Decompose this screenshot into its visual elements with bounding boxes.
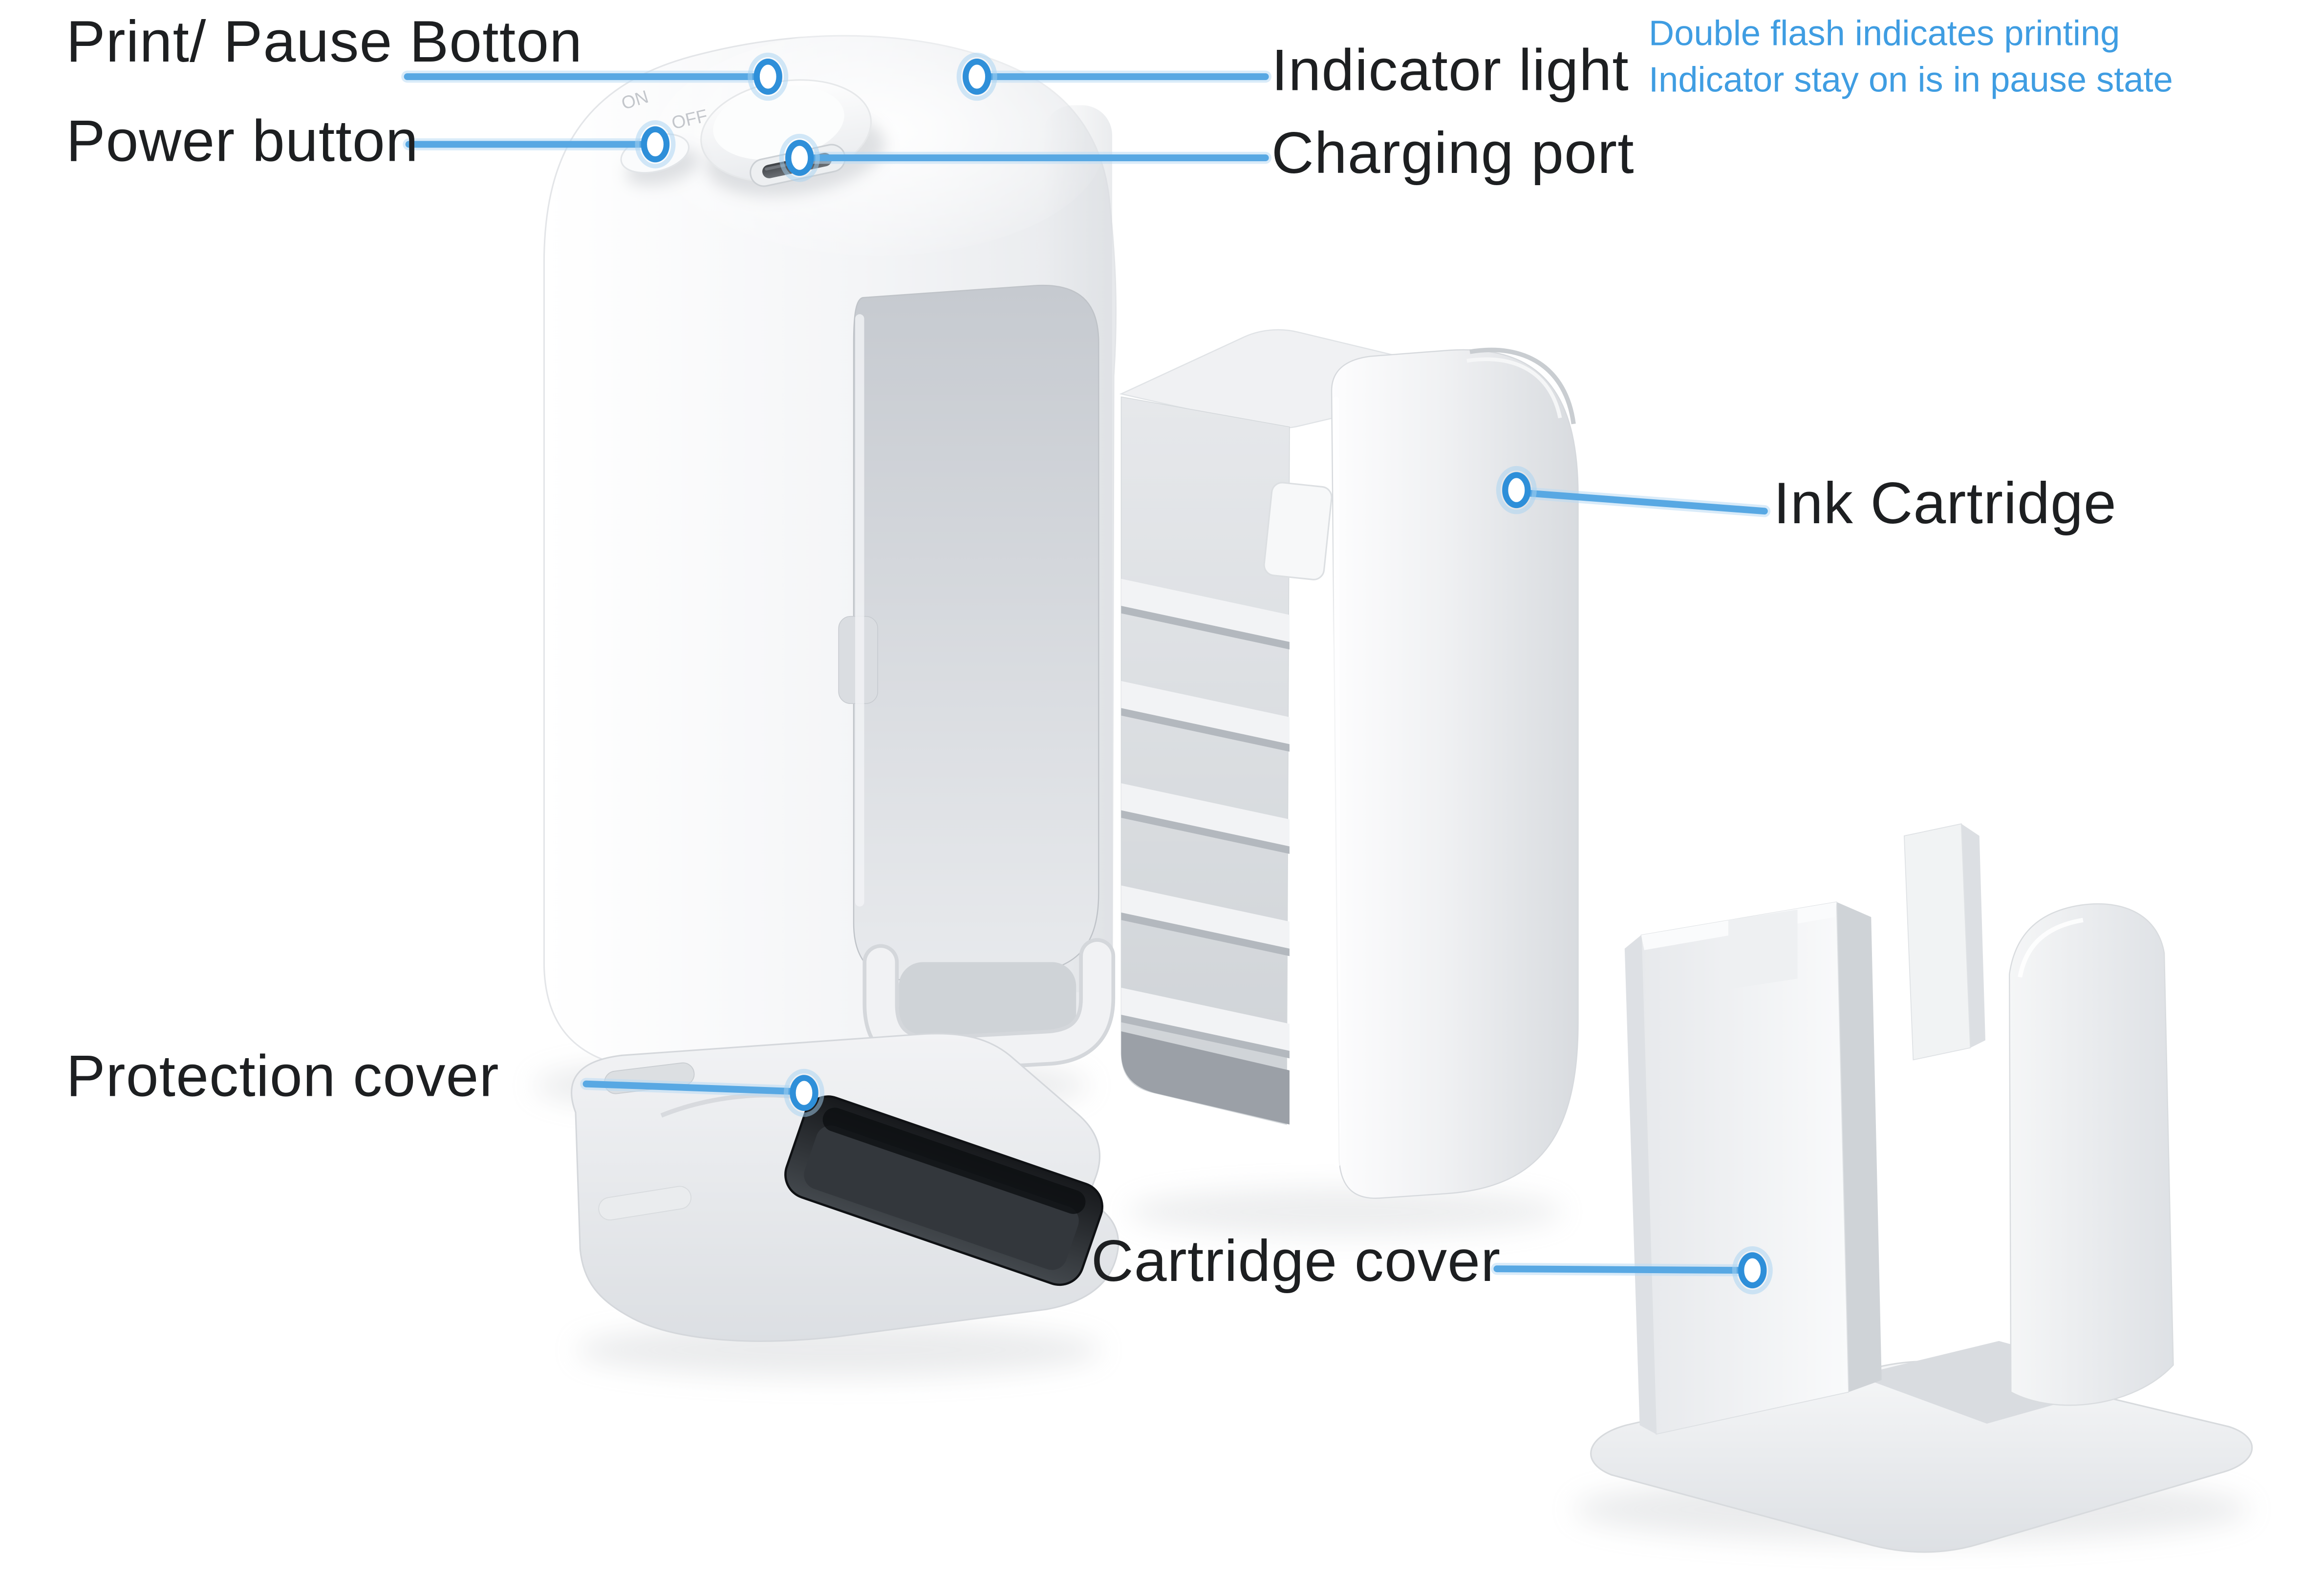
right-curved-wall: [2008, 903, 2174, 1406]
printhead-slot-inner-shadow: [822, 1108, 1086, 1214]
charging-dot-halo: [779, 133, 820, 182]
protection-dot-halo: [783, 1068, 825, 1117]
slat: [1121, 578, 1290, 642]
slat: [1121, 783, 1290, 847]
label-power-button: Power button: [66, 109, 419, 174]
power-dot-halo: [635, 120, 676, 169]
cartridge-bay-cavity: [853, 284, 1099, 981]
cover-left-highlight: [1333, 397, 1341, 1167]
label-protection-cover: Protection cover: [66, 1044, 499, 1109]
plate-side-ridge: [598, 1186, 692, 1221]
callout-dots: [635, 52, 1773, 1295]
cover-top-curl: [1469, 347, 1576, 425]
indicator-dot-halo: [956, 52, 997, 101]
left-wall-inner-side: [1836, 902, 1882, 1392]
slat-shadow: [1121, 912, 1290, 957]
ink-leader-line: [1523, 490, 1768, 515]
label-indicator-light: Indicator light: [1271, 39, 1629, 104]
cartridge-cover-leader-line: [1493, 1265, 1745, 1274]
protection-leader-line: [582, 1080, 797, 1095]
print-pause-dot: [753, 59, 782, 95]
printer-body: ON OFF: [533, 30, 1117, 1116]
ink-cartridge-shadow: [1127, 1187, 1563, 1236]
slat-shadow: [1121, 708, 1290, 752]
indicator-dot: [962, 59, 991, 95]
ink-cartridge-slats: [1121, 578, 1290, 1059]
label-charging-port: Charging port: [1271, 122, 1635, 187]
ink-dot-halo: [1496, 466, 1537, 514]
ink-dot: [1502, 472, 1531, 509]
printhead-slot: [784, 1095, 1103, 1286]
label-print-pause-button: Print/ Pause Botton: [66, 10, 583, 75]
ink-cartridge-cover: [1331, 349, 1579, 1199]
slat: [1121, 885, 1290, 949]
slat-shadow: [1121, 810, 1290, 854]
right-wall-curve-highlight: [2018, 917, 2084, 978]
note-line-1: Double flash indicates printing: [1649, 13, 2120, 53]
ink-cartridge-part: [1119, 329, 1579, 1236]
slat-shadow: [1121, 1015, 1290, 1059]
middle-tab-side: [1961, 824, 1985, 1048]
slat: [1121, 987, 1290, 1051]
protection-cover-part: [571, 1033, 1119, 1377]
label-cartridge-cover: Cartridge cover: [1091, 1230, 1501, 1295]
cartridge-cover-dot: [1738, 1252, 1767, 1289]
slat-shadow: [1121, 606, 1290, 650]
handle-opening: [899, 962, 1076, 1041]
cartridge-cover-part: [1573, 823, 2253, 1553]
side-ridge: [598, 1186, 692, 1221]
protection-dot: [790, 1075, 818, 1111]
cover-top-curl-highlight: [1466, 357, 1562, 419]
callout-leaders: [401, 70, 1771, 1277]
power-dot: [641, 126, 670, 163]
print-pause-dot-halo: [748, 52, 789, 101]
latch-tab-face: [1263, 482, 1333, 580]
left-wall-step: [1728, 909, 1798, 989]
label-ink-cartridge: Ink Cartridge: [1773, 472, 2117, 537]
indicator-behavior-note: Double flash indicates printing Indicato…: [1649, 11, 2173, 104]
charging-dot: [785, 140, 814, 176]
middle-tab-front: [1903, 823, 1971, 1061]
left-wall-left-edge: [1624, 935, 1657, 1434]
ink-cartridge-latch-tab: [1263, 482, 1333, 580]
note-line-2: Indicator stay on is in pause state: [1649, 60, 2173, 100]
ink-cartridge-bottom-shade: [1121, 1031, 1290, 1125]
cartridge-cover-dot-halo: [1732, 1246, 1773, 1295]
slat: [1121, 681, 1290, 745]
printhead-slot-floor: [804, 1125, 1079, 1270]
